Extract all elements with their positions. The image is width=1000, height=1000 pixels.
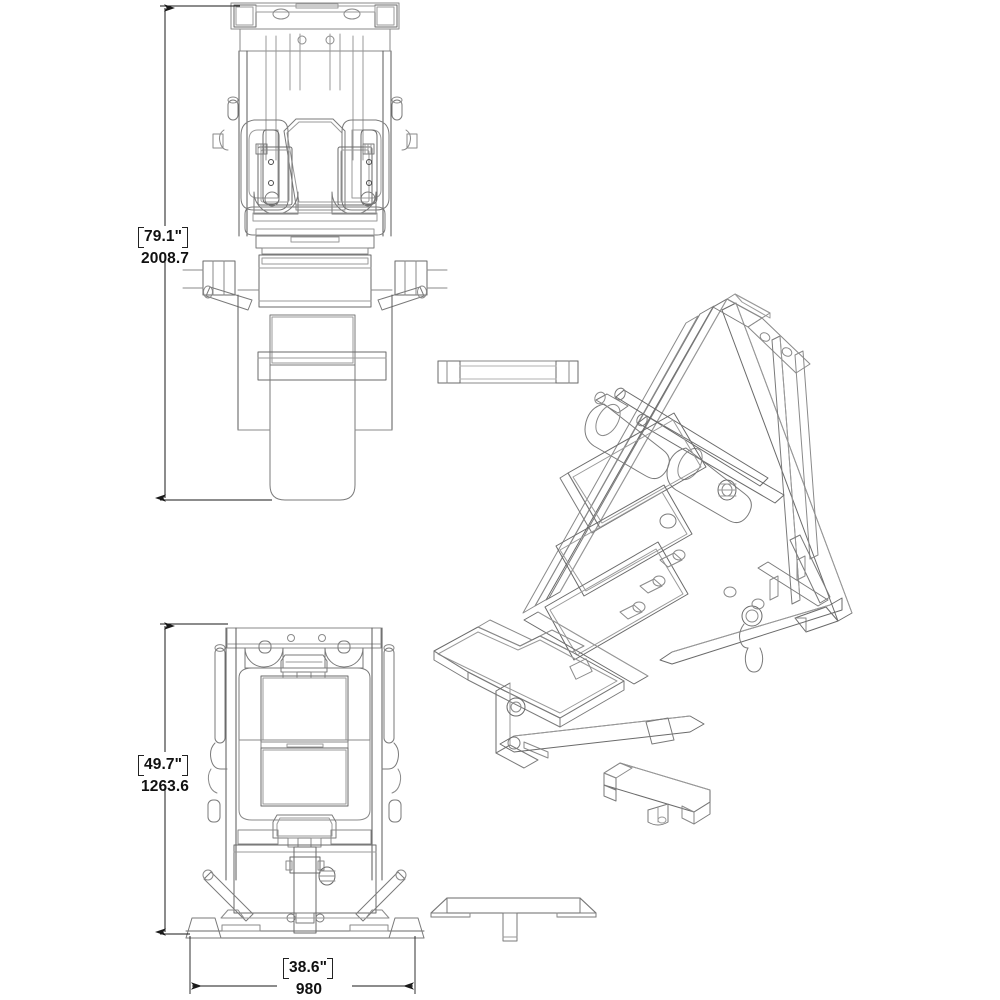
part-cross-bar [437, 360, 579, 384]
dimension-label-height: 79.1" 2008.7 [138, 227, 189, 266]
dimension-annotations [155, 4, 416, 994]
dimension-width [189, 936, 416, 994]
dimension-label-depth: 49.7" 1263.6 [138, 755, 189, 794]
dimension-height-metric: 2008.7 [141, 249, 190, 267]
view-rear-orthographic [182, 2, 448, 501]
dimension-depth-metric: 1263.6 [141, 777, 190, 795]
view-front-orthographic [185, 627, 425, 939]
part-base-rail-front [430, 897, 597, 942]
view-isometric-assembly [433, 293, 853, 769]
dimension-width-metric: 980 [295, 980, 323, 998]
dimension-label-width: 38.6" 980 [283, 958, 334, 998]
dimension-depth [155, 622, 228, 936]
dimension-height [155, 4, 272, 502]
dimension-depth-imperial: 49.7" [138, 755, 189, 776]
part-base-rail-isometric [603, 762, 711, 826]
dimension-height-imperial: 79.1" [138, 227, 189, 248]
dimension-width-imperial: 38.6" [283, 958, 334, 979]
